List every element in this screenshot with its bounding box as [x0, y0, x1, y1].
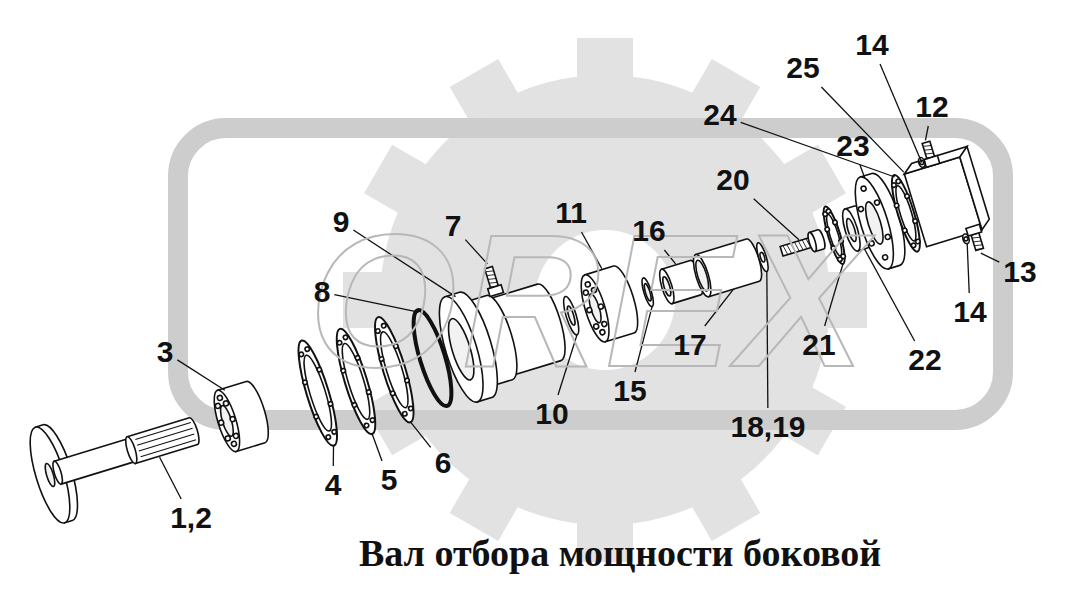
leader-line — [372, 433, 382, 461]
leader-line — [741, 122, 895, 177]
bearing — [218, 379, 274, 452]
flange — [882, 254, 888, 260]
leader-line — [821, 87, 903, 172]
callout-number: 6 — [435, 448, 452, 478]
callout-number: 17 — [673, 330, 706, 360]
callout-number: 10 — [535, 399, 568, 429]
bearing — [209, 379, 274, 454]
bolt — [922, 141, 934, 159]
callout-number: 4 — [325, 470, 342, 500]
bolt — [973, 240, 981, 244]
flange — [874, 199, 880, 205]
callout-number: 12 — [915, 92, 948, 122]
callout-number: 20 — [716, 165, 749, 195]
bolt — [924, 148, 932, 152]
callout-number: 14 — [953, 297, 986, 327]
bolt — [966, 224, 982, 236]
gasket — [352, 402, 357, 407]
bolt — [923, 144, 931, 148]
diagram-title: Вал отбора мощности боковой — [359, 534, 881, 572]
callout-number: 16 — [632, 216, 665, 246]
leader-line — [967, 243, 969, 293]
leader-line — [177, 360, 224, 390]
gasket — [912, 218, 917, 223]
cover-box — [902, 147, 992, 247]
parts-illustration — [16, 124, 997, 534]
washer — [962, 233, 971, 244]
gasket — [302, 380, 307, 385]
shaft-splines — [127, 417, 201, 464]
bolt — [919, 140, 939, 167]
bearing — [217, 395, 223, 401]
bolt — [971, 233, 983, 251]
gasket — [408, 406, 413, 411]
bolt — [976, 247, 984, 251]
callout-number: 11 — [555, 198, 587, 228]
callout-number: 14 — [855, 30, 888, 60]
callout-number: 22 — [908, 345, 941, 375]
callout-number: 3 — [157, 337, 174, 367]
gasket — [904, 193, 909, 198]
gasket — [915, 239, 920, 244]
bearing — [223, 400, 229, 406]
bolt — [925, 152, 933, 156]
callout-number: 25 — [786, 53, 819, 83]
gasket — [299, 352, 304, 357]
bearing — [218, 420, 224, 426]
gasket — [364, 423, 369, 428]
cover-box — [957, 147, 991, 230]
bolt — [974, 243, 982, 247]
shaft-splines — [123, 436, 139, 465]
callout-number: 13 — [1003, 257, 1036, 287]
watermark-text: OREX — [309, 205, 871, 395]
shaft-splines — [123, 417, 201, 465]
callout-number: 7 — [445, 211, 462, 241]
callout-number: 8 — [314, 277, 331, 307]
leader-line — [860, 165, 865, 178]
bolt — [972, 236, 980, 240]
leader-line — [925, 126, 928, 140]
callout-number: 15 — [613, 376, 646, 406]
bearing — [209, 388, 245, 454]
shaft-neck — [51, 460, 64, 485]
gasket — [911, 243, 916, 248]
gasket — [331, 429, 336, 434]
bearing — [233, 433, 239, 439]
callout-number: 5 — [381, 465, 398, 495]
cover-box — [902, 147, 969, 175]
callout-number: 9 — [333, 207, 350, 237]
shaft-splines — [141, 440, 196, 457]
gasket — [326, 434, 331, 439]
gasket — [902, 228, 907, 233]
callout-number: 21 — [802, 330, 835, 360]
leader-line — [333, 445, 335, 466]
gasket — [895, 179, 900, 184]
leader-line — [160, 457, 182, 499]
gasket — [891, 182, 896, 187]
bearing — [215, 403, 221, 409]
gasket — [328, 401, 333, 406]
gasket — [402, 411, 407, 416]
bearing — [225, 435, 231, 441]
leader-line — [865, 249, 915, 341]
flange — [885, 234, 891, 240]
leader-line — [981, 253, 1000, 262]
washer — [962, 233, 971, 244]
gasket — [894, 203, 899, 208]
bolt — [924, 156, 940, 168]
bearing — [218, 404, 236, 437]
washer — [963, 236, 968, 241]
bearing — [230, 416, 236, 422]
gasket — [313, 414, 318, 419]
leader-line — [410, 421, 431, 447]
callout-number: 18,19 — [730, 412, 805, 442]
callout-number: 24 — [703, 100, 736, 130]
bearing — [231, 441, 237, 447]
flange — [860, 186, 866, 192]
shaft-neck — [51, 438, 138, 485]
gasket — [370, 417, 375, 422]
callout-number: 1,2 — [170, 503, 212, 533]
callout-number: 23 — [836, 131, 869, 161]
